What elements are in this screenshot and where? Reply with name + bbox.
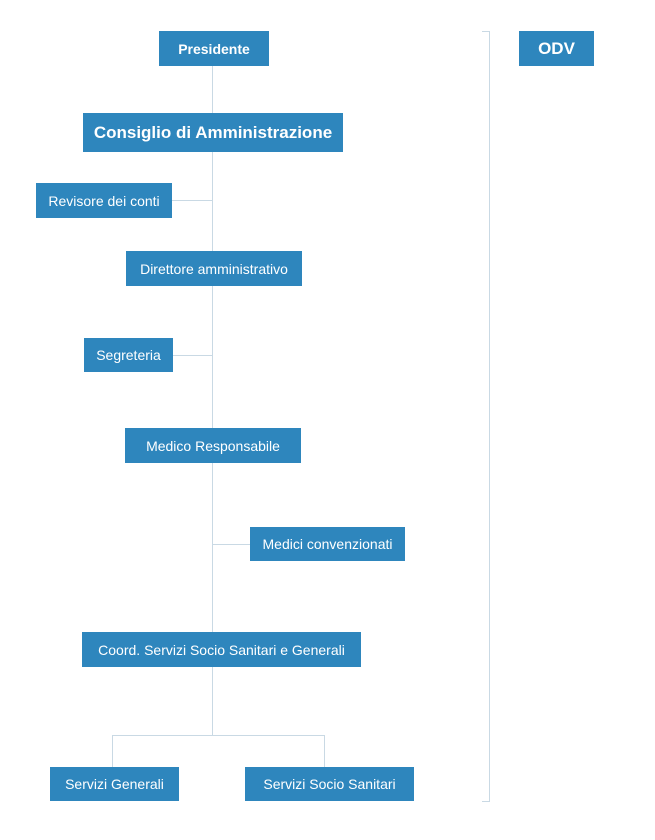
admin-director-box: Direttore amministrativo (126, 251, 302, 286)
chief-physician-box: Medico Responsabile (125, 428, 301, 463)
main-trunk-line (212, 66, 213, 735)
social-health-services-box: Servizi Socio Sanitari (245, 767, 414, 801)
secretariat-connector (172, 355, 213, 356)
board-box: Consiglio di Amministrazione (83, 113, 343, 152)
president-box: Presidente (159, 31, 269, 66)
odv-label: ODV (538, 39, 575, 58)
contracted-physicians-connector (212, 544, 250, 545)
board-label: Consiglio di Amministrazione (93, 123, 333, 142)
coordination-label: Coord. Servizi Socio Sanitari e Generali (98, 641, 345, 658)
auditor-connector (172, 200, 213, 201)
services-branch-line (112, 735, 325, 736)
admin-director-label: Direttore amministrativo (140, 260, 288, 277)
odv-bracket (482, 31, 490, 802)
auditor-box: Revisore dei conti (36, 183, 172, 218)
general-services-drop (112, 735, 113, 767)
president-label: Presidente (178, 40, 250, 57)
auditor-label: Revisore dei conti (48, 192, 160, 209)
odv-box: ODV (519, 31, 594, 66)
secretariat-label: Segreteria (96, 347, 161, 363)
contracted-physicians-label: Medici convenzionati (262, 536, 393, 552)
social-health-services-drop (324, 735, 325, 767)
general-services-box: Servizi Generali (50, 767, 179, 801)
social-health-services-label: Servizi Socio Sanitari (263, 776, 396, 792)
secretariat-box: Segreteria (84, 338, 173, 372)
contracted-physicians-box: Medici convenzionati (250, 527, 405, 561)
general-services-label: Servizi Generali (65, 776, 164, 792)
coordination-box: Coord. Servizi Socio Sanitari e Generali (82, 632, 361, 667)
chief-physician-label: Medico Responsabile (146, 437, 280, 454)
